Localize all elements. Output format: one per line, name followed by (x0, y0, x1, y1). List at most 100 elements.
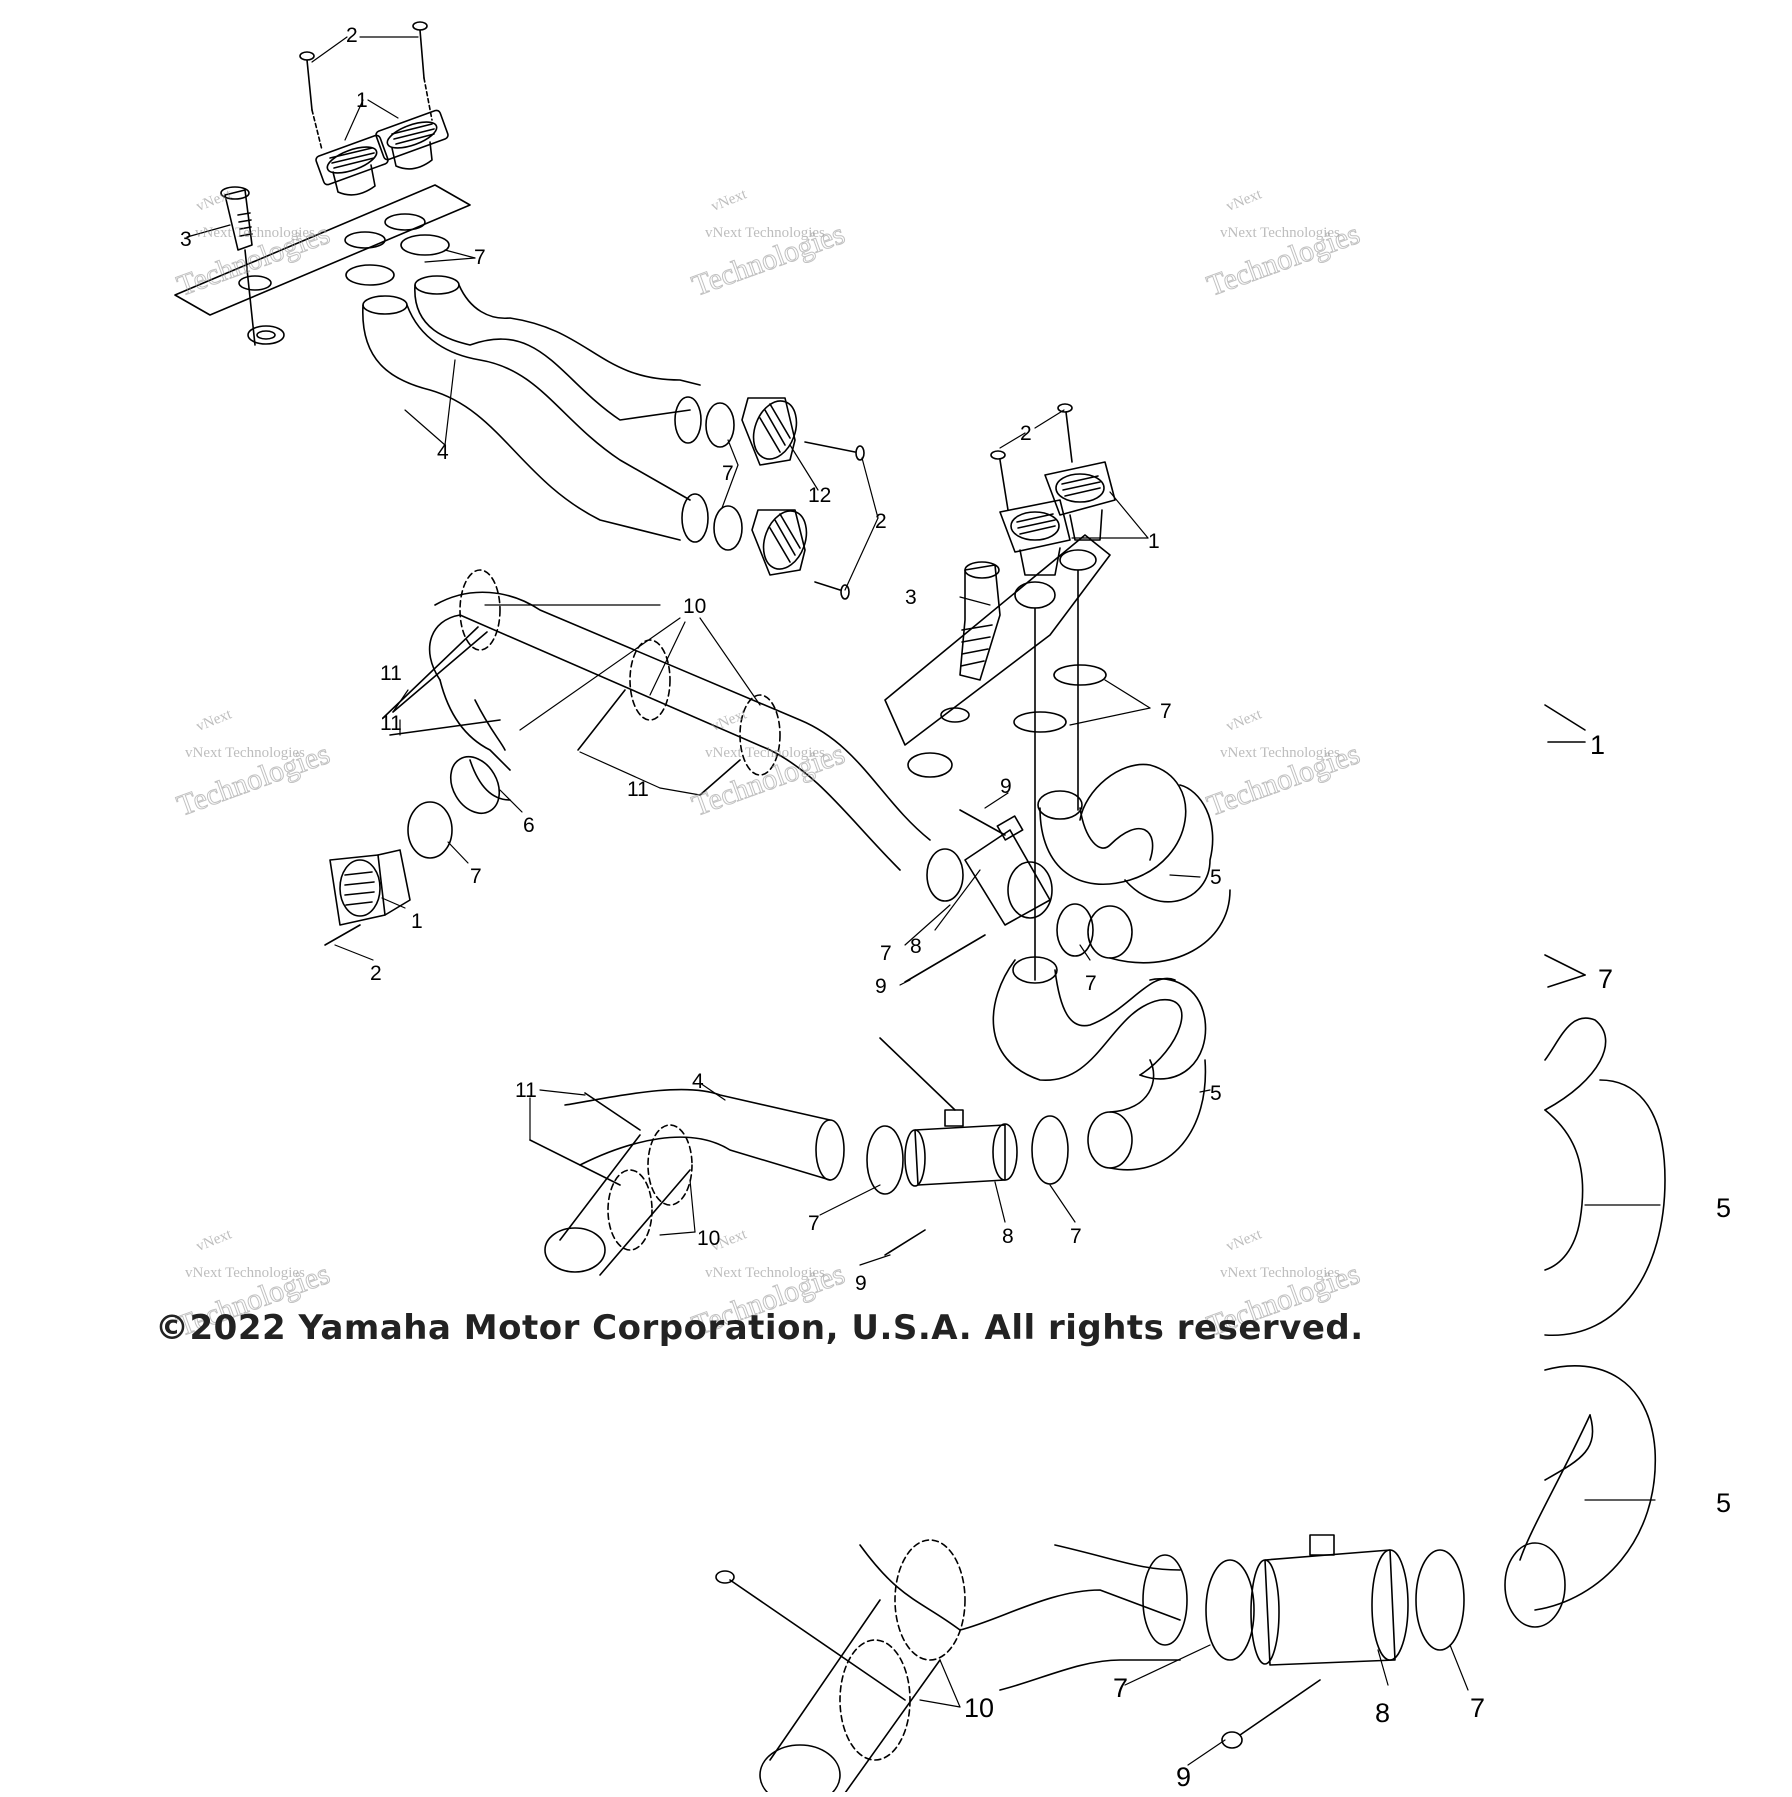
clamp-7-lower (713, 505, 743, 551)
leader-lines (186, 36, 1661, 1766)
grommet-right (907, 752, 953, 778)
callout-label: 7 (1598, 964, 1613, 994)
callout-label: 2 (370, 962, 382, 985)
callout-label: 11 (380, 712, 402, 735)
lower-assembly (529, 1037, 1069, 1276)
callout-label: 6 (523, 814, 535, 837)
callout-label: 5 (1716, 1193, 1731, 1223)
callout-label: 11 (515, 1079, 537, 1102)
clamp-7-lower-right (1031, 1115, 1069, 1185)
screw-11a (392, 631, 488, 713)
clamp-7-mid-left (407, 801, 453, 859)
callout-label: 1 (356, 89, 368, 112)
callout-label: 8 (1002, 1225, 1014, 1248)
vent-12-lower (751, 509, 808, 576)
clamp-7-mid-right (1056, 903, 1094, 957)
right-plate-assembly (884, 403, 1231, 1171)
callout-label: 7 (1470, 1693, 1485, 1723)
callout-label: 10 (964, 1693, 994, 1723)
vent-cover-1a (315, 134, 389, 196)
callout-label: 1 (411, 910, 423, 933)
callout-label: 7 (1085, 972, 1097, 995)
clamp-top-a (345, 264, 395, 286)
callout-label: 7 (1070, 1225, 1082, 1248)
callout-label: 11 (380, 662, 402, 685)
copyright-notice: ©2022 Yamaha Motor Corporation, U.S.A. A… (155, 1308, 1364, 1348)
callout-label: 3 (180, 228, 192, 251)
callout-label: 9 (1000, 775, 1012, 798)
callout-label: 4 (437, 441, 449, 464)
watermark-text: vNext (1224, 706, 1265, 735)
screw-11f (529, 1139, 621, 1186)
pipe-10-middle (324, 569, 1094, 983)
callout-label: 8 (910, 935, 922, 958)
watermark-text: vNext Technologies (705, 745, 825, 761)
callout-label: 7 (880, 942, 892, 965)
breather-filter-3 (220, 186, 256, 346)
callout-label: 9 (875, 975, 887, 998)
zoom-hose-5-upper-inner (1544, 1017, 1607, 1111)
clamp-7-mid (926, 848, 964, 902)
callout-label: 4 (692, 1070, 704, 1093)
screw-11d (699, 759, 741, 796)
watermark-text: vNext (1224, 1226, 1265, 1255)
clamp-7-lower-left (866, 1125, 904, 1195)
callout-label: 9 (1176, 1762, 1191, 1792)
callout-label: 1 (1590, 730, 1605, 760)
watermark-text: vNext Technologies (185, 745, 305, 761)
hose-6 (469, 759, 511, 801)
clamp-7-r1 (1053, 664, 1107, 686)
screw-9d (884, 1229, 926, 1256)
watermark-text: vNext (1224, 186, 1265, 215)
screw-2d (814, 581, 841, 591)
callout-label: 10 (683, 595, 706, 618)
watermark-text: vNext (709, 186, 750, 215)
callout-label: 7 (808, 1212, 820, 1235)
callout-label: 5 (1210, 1082, 1222, 1105)
zoom-connector-8 (1250, 1534, 1409, 1666)
watermark-text: vNext Technologies (1220, 225, 1340, 241)
callout-label: 7 (1160, 700, 1172, 723)
callout-label: 10 (697, 1227, 720, 1250)
vent-cover-1-left (329, 849, 411, 926)
screw-9b (904, 934, 986, 983)
screw-2f (1065, 411, 1073, 463)
watermark-text: vNext Technologies (1220, 745, 1340, 761)
callout-label: 2 (875, 510, 887, 533)
zoom-clamp-7-right (1415, 1549, 1465, 1651)
vent-cover-1b (375, 109, 449, 170)
callout-label: 7 (470, 865, 482, 888)
hose-4-pair (362, 275, 709, 543)
screw-9a (959, 809, 1006, 836)
watermark-text: vNext Technologies (1220, 1265, 1340, 1281)
screw-11e (584, 1092, 641, 1131)
grommet (247, 325, 285, 345)
callout-label: 5 (1210, 866, 1222, 889)
watermark-text: vNext Technologies (185, 1265, 305, 1281)
screw-11b (389, 719, 501, 736)
callout-label: 1 (1148, 530, 1160, 553)
hose-5-upper (1037, 763, 1231, 964)
connector-8-lower (904, 1109, 1018, 1187)
watermark-text: vNext Technologies (705, 225, 825, 241)
vent-cover-1d (999, 499, 1071, 576)
callout-label: 9 (855, 1272, 867, 1295)
clamp-top-b (400, 234, 450, 256)
callout-label: 12 (808, 484, 831, 507)
watermark-text: vNext (194, 1226, 235, 1255)
callout-label: 2 (1020, 422, 1032, 445)
watermark-text: vNext Technologies (195, 225, 315, 241)
zoom-screw-9 (1239, 1679, 1321, 1736)
screw-2c (804, 441, 856, 453)
clamp-7-upper (705, 402, 735, 448)
callout-label: 5 (1716, 1488, 1731, 1518)
top-plate-assembly (174, 21, 865, 600)
breather-filter-3b (959, 561, 1001, 681)
screw-9c (879, 1037, 956, 1111)
callout-label: 3 (905, 586, 917, 609)
screw-2e (999, 459, 1009, 511)
zoom-screw-11 (729, 1579, 906, 1701)
callout-label: 8 (1375, 1698, 1390, 1728)
callout-label: 7 (474, 246, 486, 269)
